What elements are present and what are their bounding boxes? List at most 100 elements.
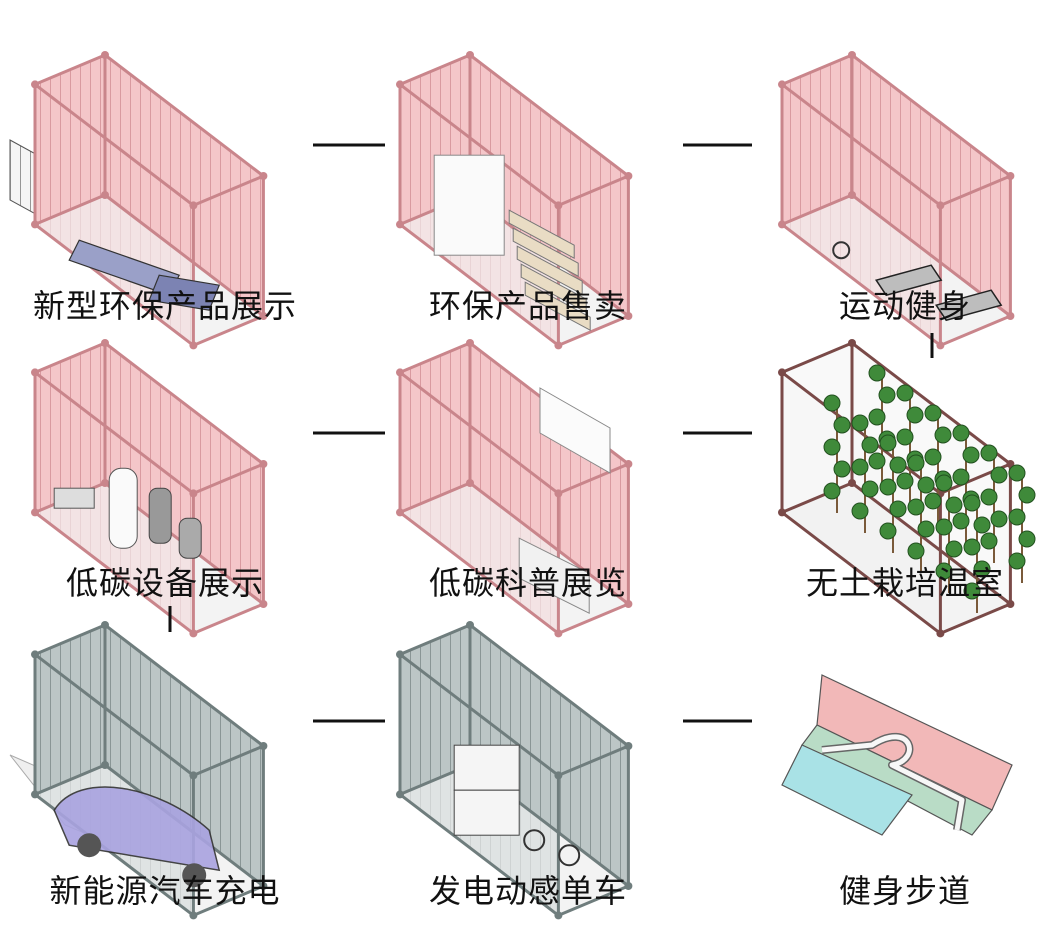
container-frame-edge [469, 481, 630, 606]
plant-leaf [934, 426, 952, 444]
container-corner [778, 508, 786, 517]
container-frame-edge [104, 623, 265, 748]
container-corner [101, 191, 109, 199]
container-corner [396, 368, 404, 377]
container-corner [31, 650, 39, 659]
solar-panel-shape [148, 274, 221, 311]
container-corner [1006, 600, 1015, 608]
container-frame-edge [557, 884, 629, 917]
plant-leaf [868, 452, 886, 470]
plant-leaf [945, 496, 963, 514]
container-corner [259, 460, 268, 468]
plant-leaf [1008, 508, 1026, 526]
container-corner [31, 790, 39, 799]
container-corner [189, 629, 198, 638]
container-frame-edge [781, 371, 942, 495]
plant-leaf [879, 434, 897, 452]
plant-leaf [906, 406, 924, 424]
container-corner [31, 220, 39, 229]
module-label-soilless-greenhouse: 无土栽培温室 [805, 564, 1005, 602]
container-corner [396, 220, 404, 229]
plant-leaf [833, 460, 851, 478]
container-corner [101, 761, 109, 769]
module-fitness-trail [781, 674, 1013, 836]
display-board [539, 387, 611, 474]
plant-leaf [935, 474, 953, 492]
container-corner [396, 790, 404, 799]
plant-leaf [868, 364, 886, 382]
plant-leaf [980, 444, 998, 462]
container-corner [554, 201, 563, 210]
container-frame-edge [104, 53, 265, 178]
container-frame-edge [469, 53, 630, 178]
container-frame-edge [781, 223, 942, 347]
plant-leaf [980, 488, 998, 506]
container-frame-edge [399, 223, 560, 347]
plant-leaf [896, 384, 914, 402]
container-corner [554, 489, 563, 498]
plant-leaf [889, 456, 907, 474]
car-wheel [77, 833, 102, 858]
container-frame-edge [34, 83, 195, 207]
work-table [53, 487, 95, 509]
module-label-eco-product-display: 新型环保产品展示 [32, 287, 298, 325]
container-frame-edge [939, 602, 1011, 635]
plant-leaf [889, 500, 907, 518]
container-frame-edge [399, 341, 471, 374]
container-frame-edge [781, 511, 942, 635]
terrain-water [781, 744, 913, 836]
plant-leaf [823, 394, 841, 412]
display-counter [518, 537, 590, 615]
container-frame-edge [34, 511, 195, 635]
container-frame-edge [557, 314, 629, 347]
container-frame-edge [192, 744, 264, 777]
module-label-ev-charging: 新能源汽车充电 [49, 872, 281, 910]
container-frame-edge [557, 174, 629, 207]
module-label-sports-fitness: 运动健身 [838, 287, 972, 325]
plant-leaf [990, 466, 1008, 484]
shelf [524, 281, 591, 332]
plant-leaf [963, 582, 981, 600]
container-corner [259, 172, 268, 180]
container-corner [624, 172, 633, 180]
container-corner [554, 341, 563, 350]
module-label-eco-product-sales: 环保产品售卖 [428, 287, 628, 325]
plant-leaf [851, 502, 869, 520]
container-corner [31, 80, 39, 89]
container-frame-edge [192, 462, 264, 495]
container-frame-edge [781, 193, 853, 226]
plant-leaf [879, 478, 897, 496]
treadmill [874, 264, 943, 297]
container-corner [189, 911, 198, 920]
container-frame-edge [939, 174, 1011, 207]
container-corner [936, 629, 945, 638]
container-corner [624, 600, 633, 608]
container-frame-edge [781, 481, 853, 514]
container-frame-edge [399, 481, 471, 514]
container-frame-edge [557, 462, 629, 495]
plant-leaf [907, 454, 925, 472]
container-corner [1006, 312, 1015, 320]
shelf [512, 227, 579, 278]
container-frame-edge [399, 511, 560, 635]
container-corner [554, 629, 563, 638]
plant-leaf [973, 516, 991, 534]
container-frame-edge [34, 623, 106, 656]
container-frame-edge [34, 223, 195, 347]
plant-leaf [924, 448, 942, 466]
plant-leaf [878, 386, 896, 404]
plant-leaf [980, 532, 998, 550]
plant-leaf [935, 518, 953, 536]
container-frame-edge [399, 623, 471, 656]
container-corner [936, 201, 945, 210]
container-corner [848, 51, 856, 59]
container-frame-edge [34, 53, 106, 86]
container-frame-edge [781, 341, 853, 374]
container-corner [466, 479, 474, 487]
module-ev-charging [9, 621, 268, 920]
plant-leaf [1018, 530, 1036, 548]
container-corner [189, 341, 198, 350]
container-corner [396, 508, 404, 517]
container-corner [101, 339, 109, 347]
plant-leaf [924, 404, 942, 422]
